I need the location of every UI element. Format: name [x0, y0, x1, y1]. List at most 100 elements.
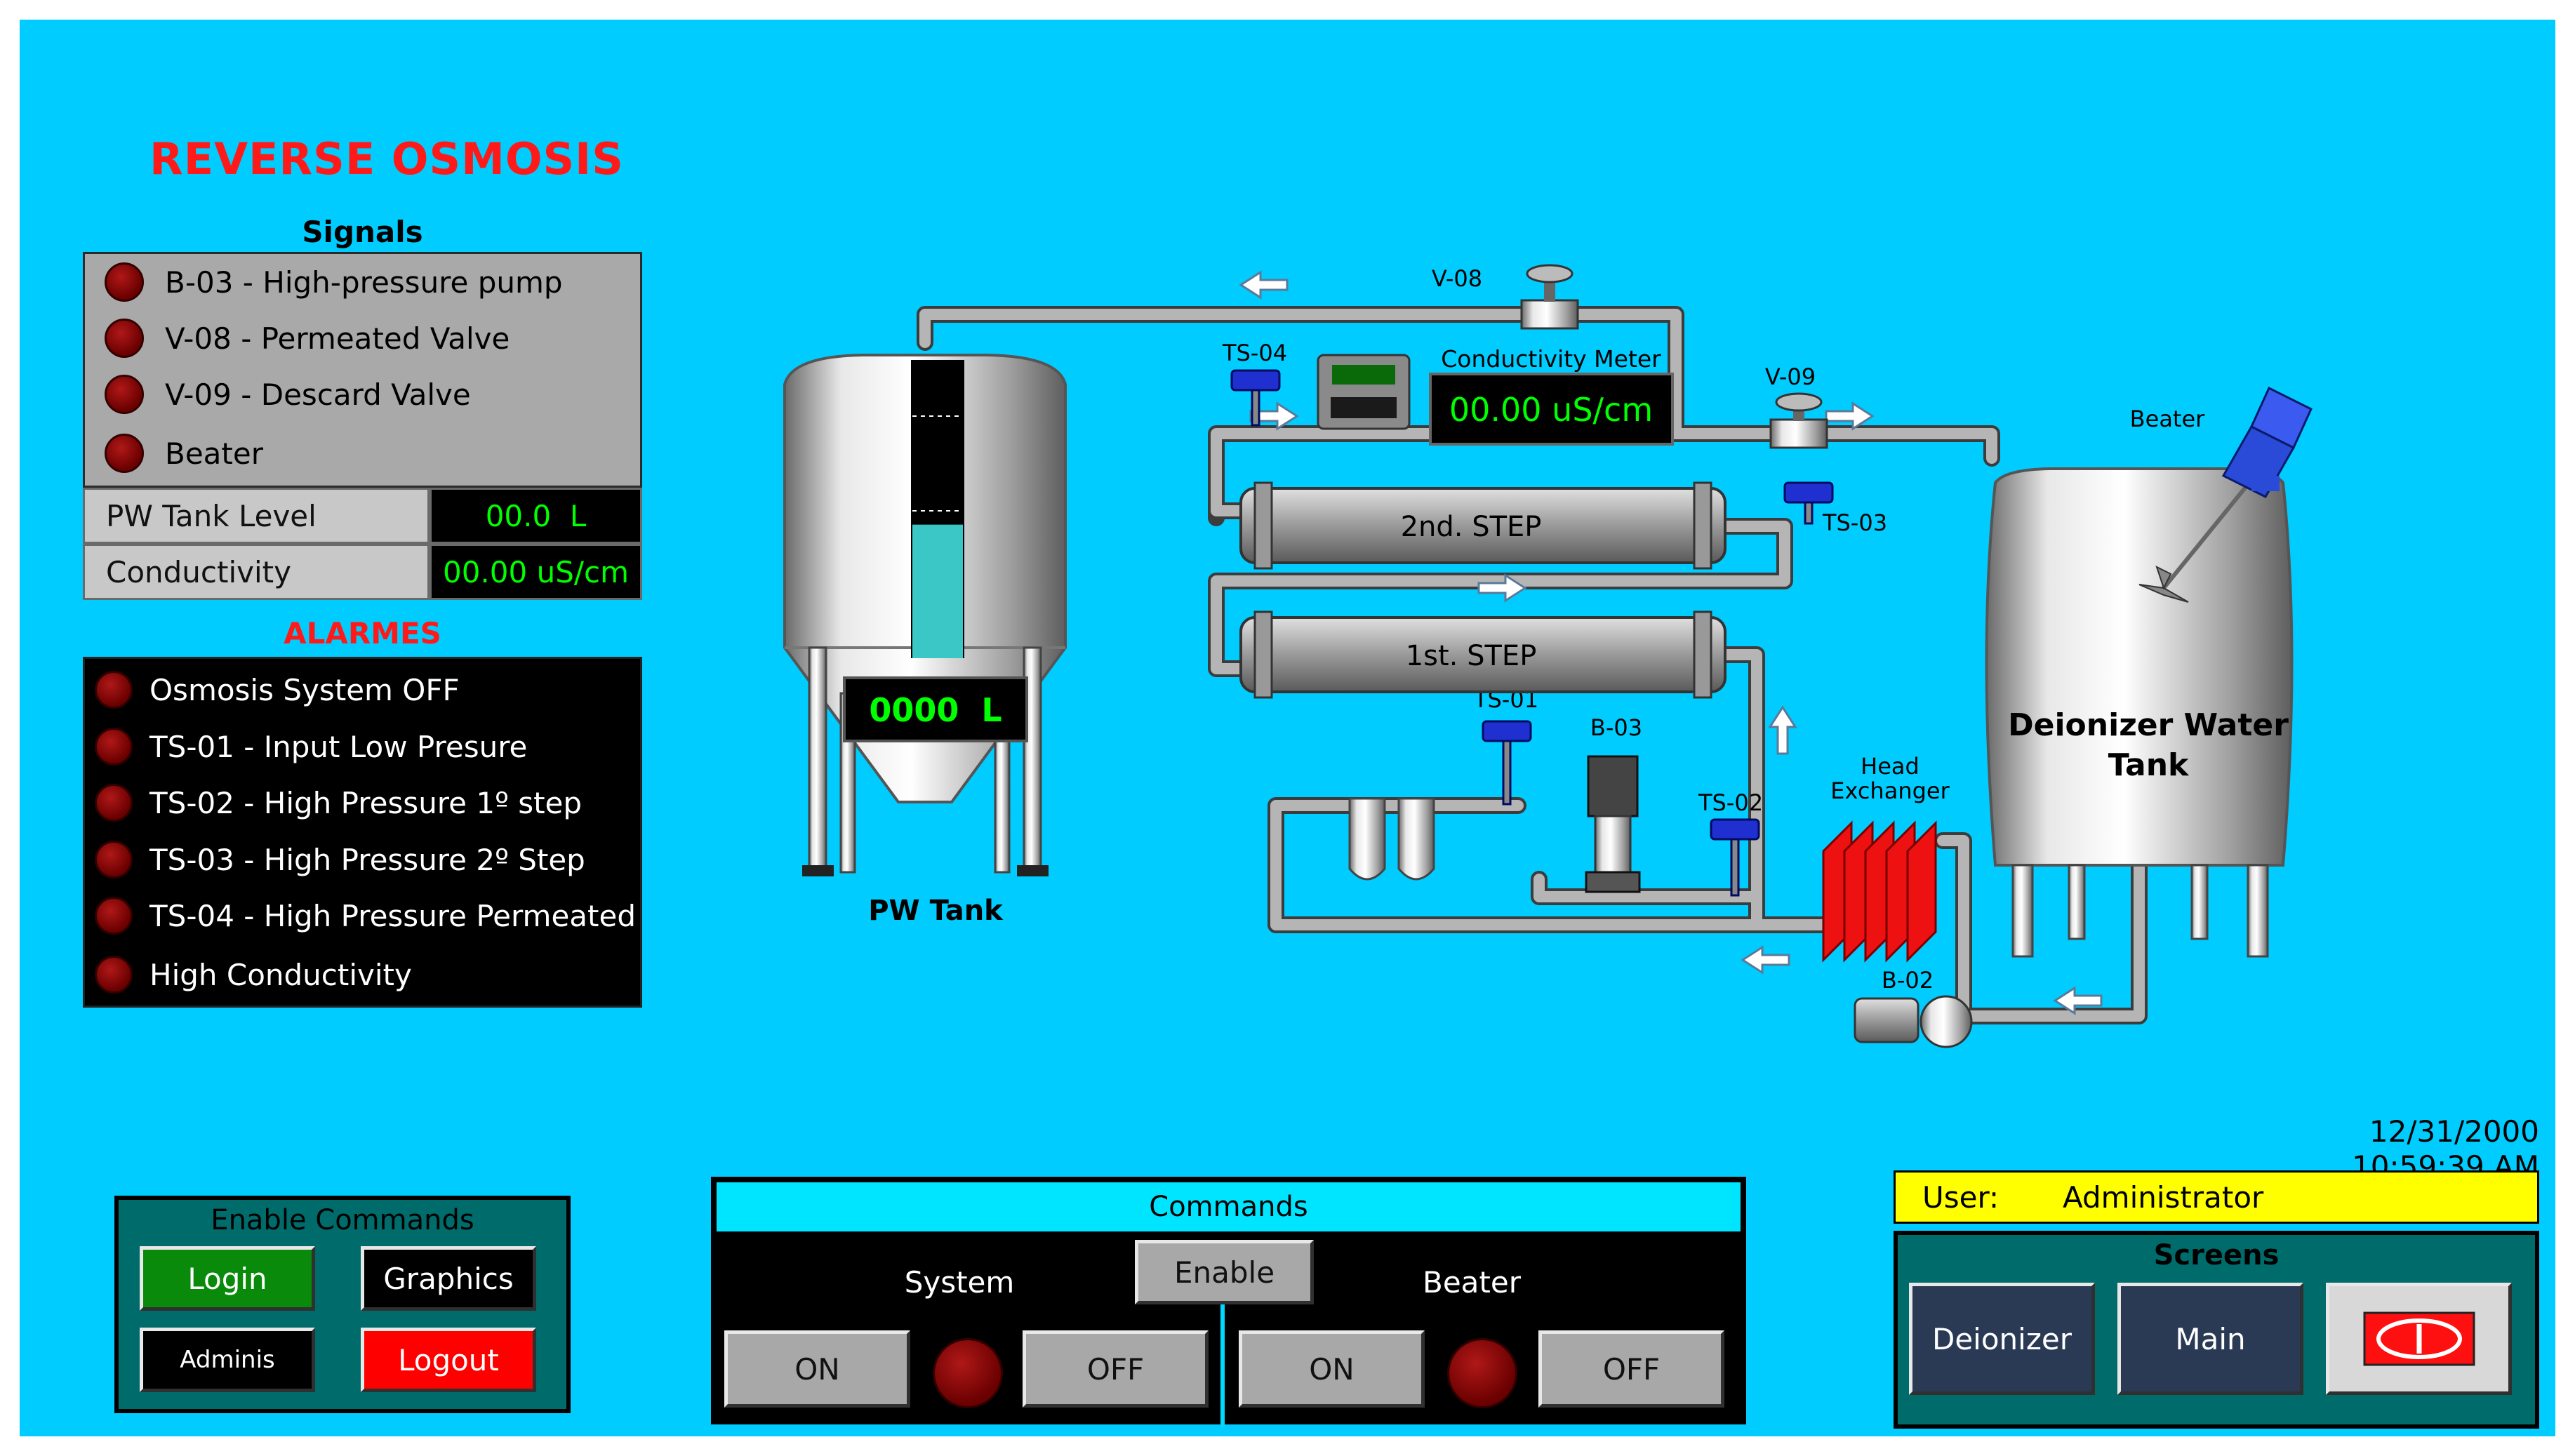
deionizer-water-tank: [1985, 467, 2294, 958]
commands-heading: Commands: [714, 1180, 1743, 1234]
alarm-row: TS-01 - Input Low Presure: [85, 719, 640, 775]
page-title: REVERSE OSMOSIS: [149, 133, 624, 185]
pw-tank-label: PW Tank: [868, 895, 1004, 927]
flow-arrow-left-icon: [1741, 945, 1790, 975]
alarm-label: High Conductivity: [149, 957, 412, 992]
system-on-button[interactable]: ON: [724, 1330, 910, 1408]
signals-heading: Signals: [302, 215, 423, 249]
power-icon: [2363, 1311, 2475, 1366]
login-button[interactable]: Login: [140, 1246, 315, 1311]
pressure-sensor-ts03-icon: [1783, 481, 1834, 525]
pressure-sensor-ts01-icon: [1482, 720, 1532, 806]
heat-exchanger-label-2: Exchanger: [1830, 777, 1950, 804]
signal-indicator-light: [105, 319, 144, 358]
alarm-indicator-light: [95, 784, 133, 822]
pw-tank-level-label: PW Tank Level: [83, 488, 430, 544]
alarm-label: TS-03 - High Pressure 2º Step: [149, 842, 585, 877]
cartridge-filters: [1348, 797, 1435, 881]
deionizer-tank-label-2: Tank: [2108, 747, 2190, 783]
signal-label: Beater: [165, 436, 263, 471]
main-screen-button[interactable]: Main: [2117, 1283, 2303, 1395]
deionizer-screen-button[interactable]: Deionizer: [1909, 1283, 2095, 1395]
alarm-indicator-light: [95, 728, 133, 766]
screens-panel: Screens Deionizer Main: [1894, 1231, 2539, 1429]
flow-arrow-right-icon: [1477, 573, 1527, 603]
pw-tank-level-fill: [912, 524, 963, 658]
signal-row: Beater: [85, 425, 640, 481]
b03-label: B-03: [1590, 714, 1642, 741]
alarms-panel: Osmosis System OFF TS-01 - Input Low Pre…: [83, 657, 642, 1008]
ts03-label: TS-03: [1822, 509, 1887, 536]
shutdown-button[interactable]: [2326, 1283, 2512, 1395]
alarm-row: High Conductivity: [85, 947, 640, 1003]
flow-arrow-right-icon: [1825, 401, 1875, 431]
alarm-label: Osmosis System OFF: [149, 672, 460, 707]
signal-row: B-03 - High-pressure pump: [85, 254, 640, 310]
b02-label: B-02: [1882, 967, 1934, 994]
pump-b03-icon: [1585, 755, 1641, 893]
signal-row: V-08 - Permeated Valve: [85, 310, 640, 366]
alarms-heading: ALARMES: [284, 616, 441, 650]
alarm-row: TS-03 - High Pressure 2º Step: [85, 831, 640, 888]
alarm-indicator-light: [95, 841, 133, 879]
beater-off-button[interactable]: OFF: [1538, 1330, 1724, 1408]
signal-indicator-light: [105, 375, 144, 414]
v09-label: V-09: [1765, 363, 1816, 390]
system-label: System: [904, 1265, 1015, 1300]
ts04-label: TS-04: [1222, 340, 1287, 366]
signal-label: B-03 - High-pressure pump: [165, 265, 563, 300]
date-display: 12/31/2000: [2369, 1114, 2539, 1149]
alarm-label: TS-01 - Input Low Presure: [149, 729, 528, 764]
system-status-light: [933, 1338, 1003, 1408]
pump-b02-icon: [1854, 995, 1973, 1048]
conductivity-meter: [1317, 354, 1674, 446]
pw-tank-volume-display: 0000 L: [869, 691, 1002, 729]
beater-motor-icon: [2221, 386, 2313, 498]
divider: [1220, 1304, 1225, 1427]
enable-commands-heading: Enable Commands: [211, 1204, 474, 1236]
flow-arrow-right-icon: [1249, 401, 1299, 431]
enable-button[interactable]: Enable: [1135, 1240, 1314, 1304]
signal-label: V-09 - Descard Valve: [165, 377, 471, 412]
flow-arrow-left-icon: [2053, 986, 2103, 1015]
beater-status-light: [1447, 1338, 1517, 1408]
v08-label: V-08: [1432, 265, 1482, 292]
hmi-screen: REVERSE OSMOSIS Signals B-03 - High-pres…: [20, 20, 2555, 1436]
pw-tank-level-row: PW Tank Level 00.0 L: [83, 488, 642, 544]
alarm-indicator-light: [95, 671, 133, 709]
valve-v08-icon: [1520, 264, 1579, 330]
pressure-sensor-ts04-icon: [1230, 369, 1281, 427]
conductivity-meter-label: Conductivity Meter: [1441, 345, 1661, 373]
user-box: Adminis: [140, 1328, 315, 1392]
pw-tank: [783, 354, 1067, 876]
alarm-label: TS-02 - High Pressure 1º step: [149, 785, 583, 820]
signal-label: V-08 - Permeated Valve: [165, 321, 510, 356]
screens-heading: Screens: [2153, 1239, 2280, 1271]
signal-indicator-light: [105, 434, 144, 473]
conductivity-row: Conductivity 00.00 uS/cm: [83, 544, 642, 600]
ts02-label: TS-02: [1698, 789, 1763, 816]
alarm-row: Osmosis System OFF: [85, 662, 640, 718]
signal-indicator-light: [105, 262, 144, 302]
system-off-button[interactable]: OFF: [1023, 1330, 1209, 1408]
conductivity-value: 00.00 uS/cm: [430, 544, 642, 600]
commands-panel: Commands Enable System Beater ON OFF ON …: [711, 1177, 1746, 1427]
alarm-row: TS-04 - High Pressure Permeated: [85, 888, 640, 944]
membrane-step2: [1239, 481, 1726, 570]
pw-tank-level-value: 00.0 L: [430, 488, 642, 544]
valve-v09-icon: [1769, 392, 1828, 449]
conductivity-label: Conductivity: [83, 544, 430, 600]
signal-row: V-09 - Descard Valve: [85, 366, 640, 422]
conductivity-meter-value: 00.00 uS/cm: [1449, 391, 1653, 429]
step1-label: 1st. STEP: [1406, 640, 1537, 672]
signals-panel: B-03 - High-pressure pump V-08 - Permeat…: [83, 252, 642, 488]
flow-arrow-left-icon: [1239, 270, 1289, 300]
flow-arrow-up-icon: [1768, 705, 1797, 755]
pressure-sensor-ts02-icon: [1710, 818, 1760, 897]
beater-on-button[interactable]: ON: [1239, 1330, 1425, 1408]
alarm-indicator-light: [95, 956, 133, 994]
graphics-button[interactable]: Graphics: [361, 1246, 536, 1311]
membrane-step1: [1239, 610, 1726, 699]
alarm-label: TS-04 - High Pressure Permeated: [149, 898, 636, 933]
logout-button[interactable]: Logout: [361, 1328, 536, 1392]
